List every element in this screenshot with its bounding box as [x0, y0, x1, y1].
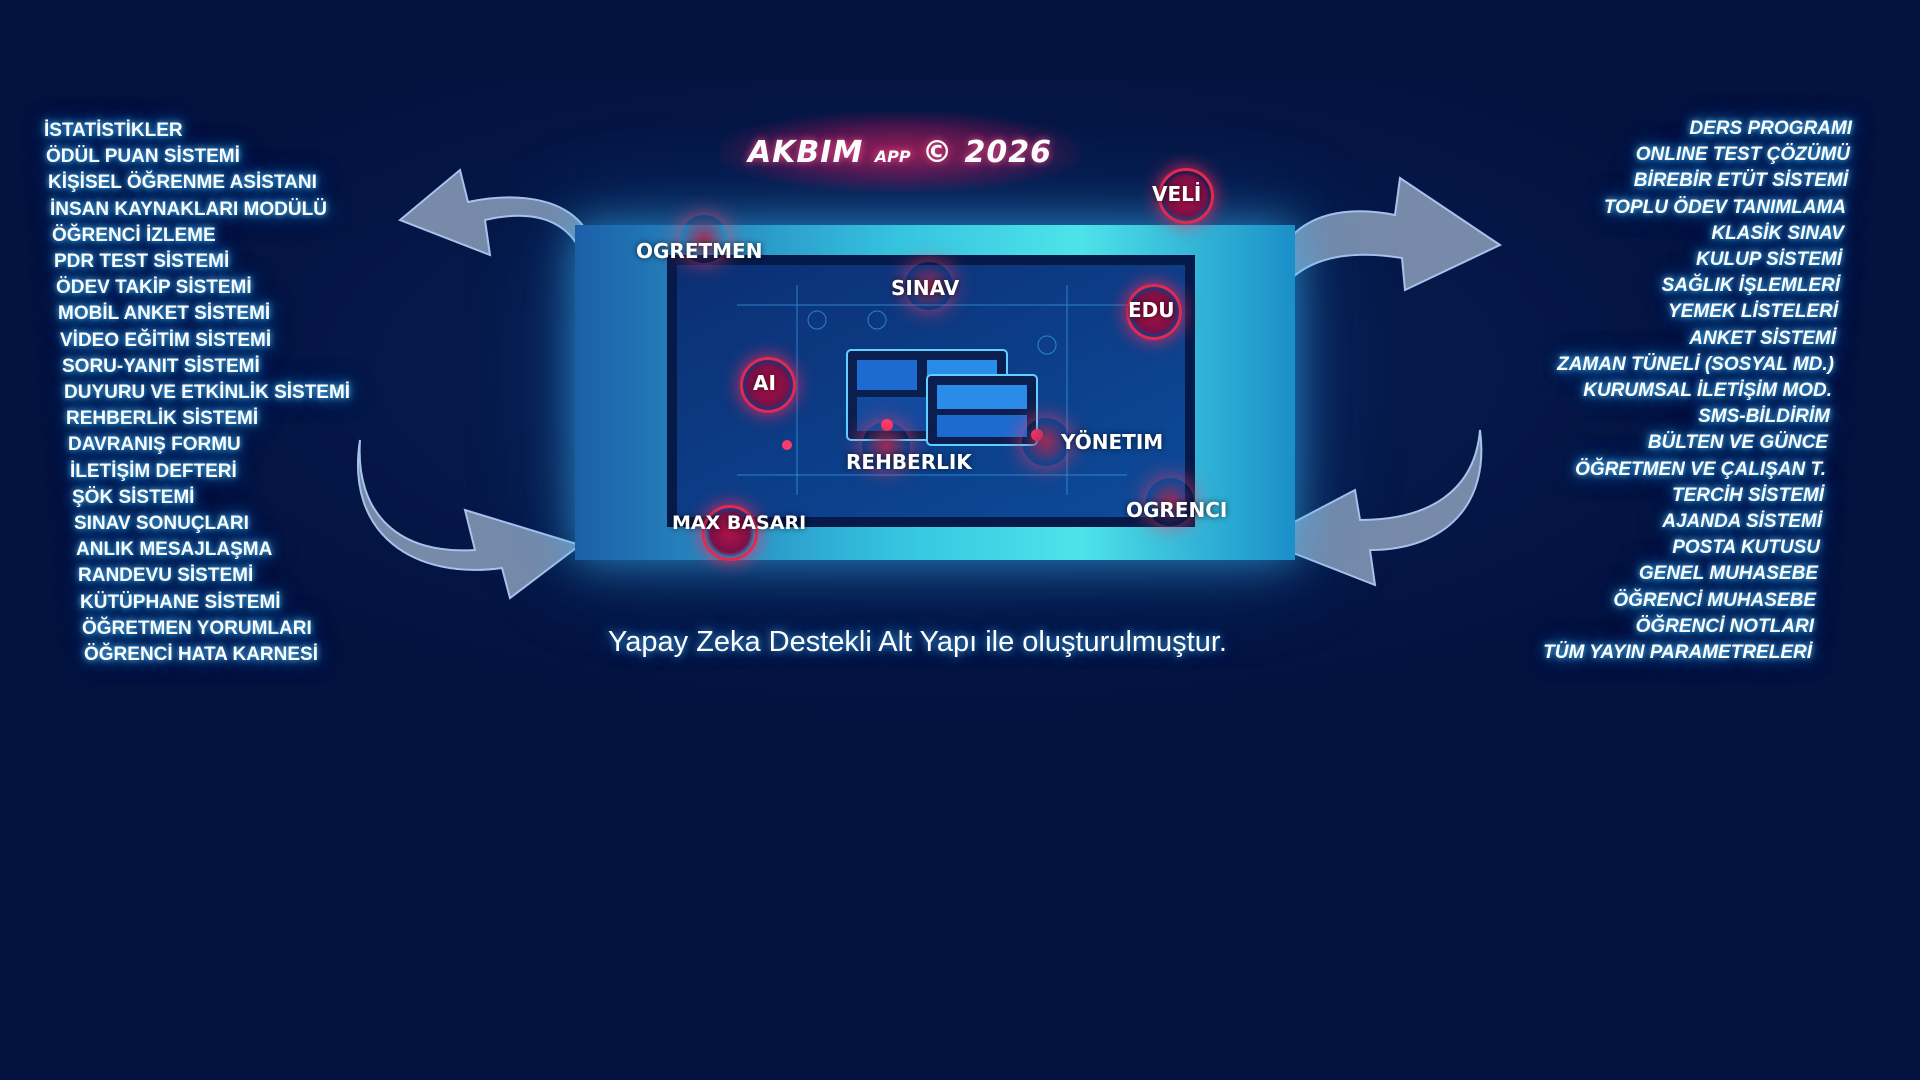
glow-dot	[1146, 478, 1194, 526]
badge-sinav: SINAV	[891, 276, 960, 300]
feature-item: TOPLU ÖDEV TANIMLAMA	[1603, 196, 1846, 218]
brand-name: AKBIM	[747, 134, 864, 170]
badge-veli-circle	[1158, 168, 1214, 224]
glow-dot	[862, 422, 910, 470]
feature-item: TÜM YAYIN PARAMETRELERİ	[1543, 642, 1812, 664]
feature-item: İLETİŞİM DEFTERİ	[70, 460, 237, 482]
feature-item: ÖDEV TAKİP SİSTEMİ	[56, 277, 252, 299]
badge-edu: EDU	[1128, 298, 1175, 322]
curved-arrow-icon	[1250, 420, 1490, 590]
feature-item: ANKET SİSTEMİ	[1689, 327, 1836, 349]
badge-max-basari: MAX BASARI	[672, 512, 807, 534]
brand-app-label: APP	[874, 146, 911, 166]
feature-item: İNSAN KAYNAKLARI MODÜLÜ	[50, 198, 327, 220]
badge-ogrenci: OGRENCI	[1126, 498, 1228, 522]
glow-dot	[905, 262, 953, 310]
feature-item: ANLIK MESAJLAŞMA	[76, 539, 273, 561]
left-feature-list: İSTATİSTİKLER ÖDÜL PUAN SİSTEMİ KİŞİSEL ÖĞ…	[44, 118, 350, 668]
feature-item: ÖĞRENCİ İZLEME	[52, 224, 216, 246]
badge-ai-circle	[740, 357, 796, 413]
feature-item: VİDEO EĞİTİM SİSTEMİ	[60, 329, 272, 351]
feature-item: POSTA KUTUSU	[1672, 537, 1820, 559]
feature-item: DERS PROGRAMI	[1689, 118, 1852, 139]
feature-item: TERCİH SİSTEMİ	[1671, 484, 1824, 506]
feature-item: MOBİL ANKET SİSTEMİ	[58, 303, 271, 325]
badge-veli: VELİ	[1152, 182, 1202, 206]
feature-item: İSTATİSTİKLER	[44, 120, 183, 141]
feature-item: PDR TEST SİSTEMİ	[54, 251, 230, 273]
feature-item: KLASİK SINAV	[1711, 222, 1844, 244]
tagline: Yapay Zeka Destekli Alt Yapı ile oluştur…	[608, 626, 1227, 658]
feature-item: REHBERLİK SİSTEMİ	[66, 408, 259, 430]
feature-item: BİREBİR ETÜT SİSTEMİ	[1633, 170, 1848, 192]
feature-item: KÜTÜPHANE SİSTEMİ	[80, 591, 281, 613]
feature-item: ÖĞRENCİ MUHASEBE	[1613, 589, 1816, 611]
feature-item: RANDEVU SİSTEMİ	[78, 565, 254, 587]
feature-item: ONLINE TEST ÇÖZÜMÜ	[1635, 144, 1850, 166]
feature-item: DAVRANIŞ FORMU	[68, 434, 241, 456]
right-feature-list: DERS PROGRAMI ONLINE TEST ÇÖZÜMÜ BİREBİR E…	[1543, 116, 1852, 666]
brand-title: AKBIM APP © 2026	[748, 135, 1052, 170]
feature-item: KİŞİSEL ÖĞRENME ASİSTANI	[48, 172, 317, 194]
badge-edu-circle	[1126, 284, 1182, 340]
feature-item: ÖĞRETMEN VE ÇALIŞAN T.	[1575, 458, 1826, 480]
feature-item: KULUP SİSTEMİ	[1695, 249, 1842, 271]
brand-copyright: © 2026	[922, 134, 1053, 170]
feature-item: ÖĞRENCİ NOTLARI	[1635, 615, 1814, 637]
brand-banner: AKBIM APP © 2026	[720, 112, 1080, 192]
feature-item: SORU-YANIT SİSTEMİ	[62, 355, 260, 377]
feature-item: ZAMAN TÜNELİ (SOSYAL MD.)	[1557, 353, 1834, 375]
badge-yonetim: YÖNETIM	[1061, 430, 1164, 454]
glow-dot	[1022, 418, 1070, 466]
feature-item: BÜLTEN VE GÜNCE	[1647, 432, 1828, 454]
curved-arrow-icon	[1270, 170, 1510, 340]
feature-item: GENEL MUHASEBE	[1638, 563, 1818, 585]
badge-max-basari-circle	[702, 505, 758, 561]
feature-item: ÖĞRENCİ HATA KARNESİ	[84, 644, 318, 666]
glow-dot	[680, 215, 728, 263]
feature-item: ÖĞRETMEN YORUMLARI	[82, 617, 312, 639]
feature-item: ŞÖK SİSTEMİ	[72, 486, 195, 508]
badge-ogretmen: OGRETMEN	[636, 239, 763, 263]
feature-item: ÖDÜL PUAN SİSTEMİ	[46, 146, 240, 168]
feature-item: YEMEK LİSTELERİ	[1668, 301, 1838, 323]
feature-item: AJANDA SİSTEMİ	[1662, 511, 1822, 533]
feature-item: SINAV SONUÇLARI	[74, 513, 249, 535]
feature-item: SMS-BİLDİRİM	[1698, 406, 1830, 428]
feature-item: KURUMSAL İLETİŞİM MOD.	[1583, 380, 1832, 402]
feature-item: SAĞLIK İŞLEMLERİ	[1661, 275, 1840, 297]
curved-arrow-icon	[350, 430, 590, 600]
badge-ai: AI	[753, 371, 776, 395]
feature-item: DUYURU VE ETKİNLİK SİSTEMİ	[64, 382, 351, 404]
badge-rehberlik: REHBERLIK	[846, 450, 972, 474]
